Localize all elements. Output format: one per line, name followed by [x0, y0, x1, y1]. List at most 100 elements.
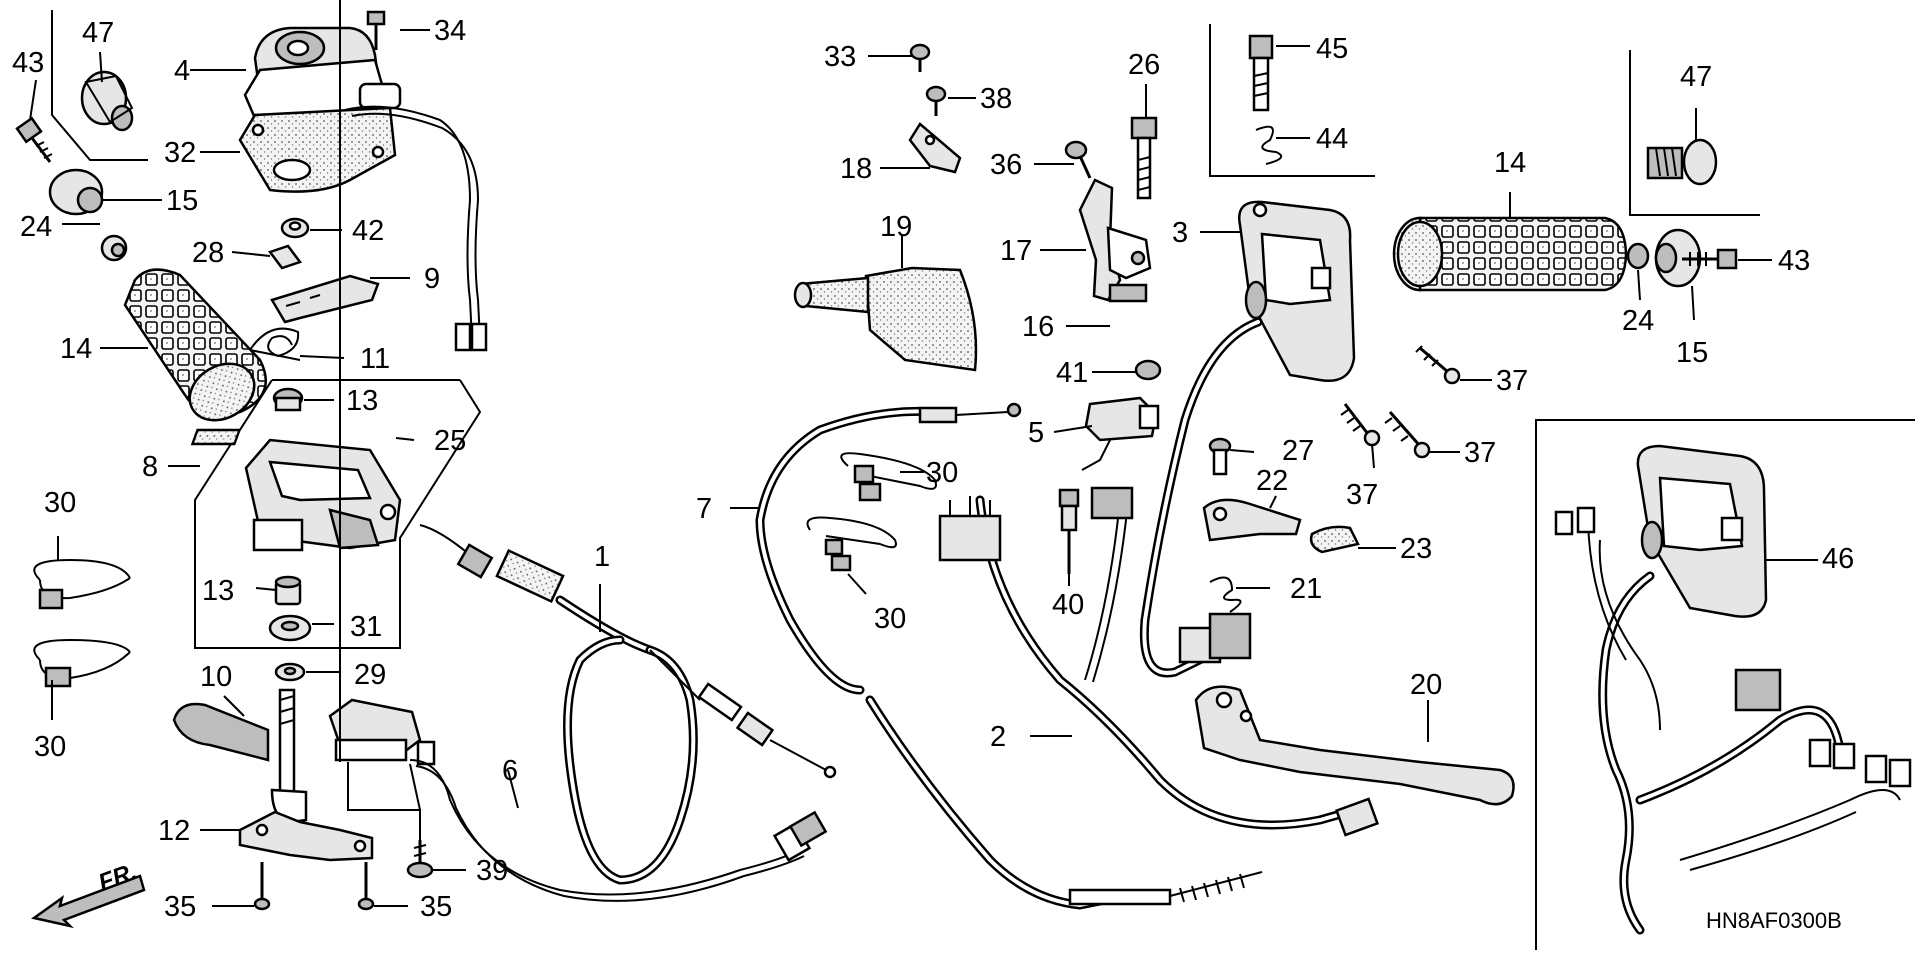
housing-8 [244, 438, 402, 552]
callout-10: 10 [200, 661, 232, 693]
callout-33: 33 [824, 41, 856, 73]
callout-9: 9 [424, 263, 440, 295]
callout-36: 36 [990, 149, 1022, 181]
callout-26: 26 [1128, 49, 1160, 81]
washer-29 [274, 662, 306, 682]
brake-lever-20 [1194, 685, 1515, 806]
callout-13: 13 [346, 385, 378, 417]
callout-24: 24 [20, 211, 52, 243]
callout-37: 37 [1464, 437, 1496, 469]
grip-14-left [123, 268, 268, 422]
harness-2 [938, 486, 1380, 837]
grip-14-right [1392, 216, 1628, 292]
callout-38: 38 [980, 83, 1012, 115]
callout-21: 21 [1290, 573, 1322, 605]
screw-37-b [1340, 403, 1381, 447]
callout-30: 30 [34, 731, 66, 763]
lever-10 [172, 688, 308, 824]
callout-44: 44 [1316, 123, 1348, 155]
clamp-30-center-a [840, 452, 937, 502]
callout-42: 42 [352, 215, 384, 247]
callout-47: 47 [1680, 61, 1712, 93]
switch-39 [328, 698, 436, 766]
callout-14: 14 [1494, 147, 1526, 179]
callout-32: 32 [164, 137, 196, 169]
spring-11 [249, 327, 301, 361]
callout-17: 17 [1000, 235, 1032, 267]
front-arrow-icon [30, 874, 146, 929]
callout-29: 29 [354, 659, 386, 691]
center-parts [793, 34, 1738, 837]
cap-13-bottom [274, 575, 302, 606]
callout-30: 30 [874, 603, 906, 635]
callout-30: 30 [44, 487, 76, 519]
callout-4: 4 [174, 55, 190, 87]
throttle-cable-1 [419, 524, 837, 885]
callout-15: 15 [166, 185, 198, 217]
gasket-32 [238, 106, 397, 193]
clamp-30-center-b [806, 516, 897, 572]
callout-46: 46 [1822, 543, 1854, 575]
callout-18: 18 [840, 153, 872, 185]
bushing-15-left [48, 168, 104, 216]
callout-37: 37 [1346, 479, 1378, 511]
inset-switch-46 [1554, 444, 1912, 935]
plate-28 [267, 244, 303, 270]
callout-20: 20 [1410, 669, 1442, 701]
bolt-35-a [253, 862, 271, 911]
end-weight-47-left [80, 70, 134, 132]
callout-41: 41 [1056, 357, 1088, 389]
callout-numbers: 43 47 4 34 32 15 24 42 28 9 14 11 13 25 … [12, 15, 1854, 923]
boot-19 [793, 266, 978, 372]
callout-35: 35 [164, 891, 196, 923]
switch-5 [1084, 396, 1160, 442]
clamp-30-left-b [33, 638, 131, 688]
callout-34: 34 [434, 15, 466, 47]
callout-6: 6 [502, 755, 518, 787]
callout-25: 25 [434, 425, 466, 457]
callout-47: 47 [82, 17, 114, 49]
callout-24: 24 [1622, 305, 1654, 337]
callout-27: 27 [1282, 435, 1314, 467]
lever-9 [270, 274, 380, 324]
callout-14: 14 [60, 333, 92, 365]
callout-39: 39 [476, 855, 508, 887]
callout-2: 2 [990, 721, 1006, 753]
left-throttle-group [15, 10, 828, 929]
bolt-39 [406, 840, 434, 879]
callout-43: 43 [1778, 245, 1810, 277]
callout-1: 1 [594, 541, 610, 573]
callout-31: 31 [350, 611, 382, 643]
callout-3: 3 [1172, 217, 1188, 249]
switch-housing-3 [1238, 200, 1356, 382]
callout-45: 45 [1316, 33, 1348, 65]
collar-24-left [100, 234, 128, 262]
screw-37-c [1384, 411, 1431, 459]
callout-30: 30 [926, 457, 958, 489]
callout-16: 16 [1022, 311, 1054, 343]
clamp-17-16 [1078, 178, 1152, 303]
callout-35: 35 [420, 891, 452, 923]
callout-37: 37 [1496, 365, 1528, 397]
clamp-30-left-a [33, 558, 131, 610]
callout-7: 7 [696, 493, 712, 525]
end-weight-47-right [1646, 138, 1718, 186]
callout-22: 22 [1256, 465, 1288, 497]
callout-15: 15 [1676, 337, 1708, 369]
nut-42 [280, 217, 310, 239]
cap-13-top [272, 387, 304, 412]
callout-11: 11 [360, 343, 390, 375]
frame-lines [51, 10, 1915, 950]
screw-37-a [1415, 345, 1461, 385]
callout-23: 23 [1400, 533, 1432, 565]
brake-cable-7 [755, 402, 1263, 910]
callout-13: 13 [202, 575, 234, 607]
leader-lines [29, 0, 1818, 907]
diagram-code: HN8AF0300B [1706, 908, 1842, 933]
bracket-12 [238, 810, 374, 862]
seal-31 [268, 614, 312, 642]
callout-43: 43 [12, 47, 44, 79]
callout-5: 5 [1028, 417, 1044, 449]
callout-8: 8 [142, 451, 158, 483]
